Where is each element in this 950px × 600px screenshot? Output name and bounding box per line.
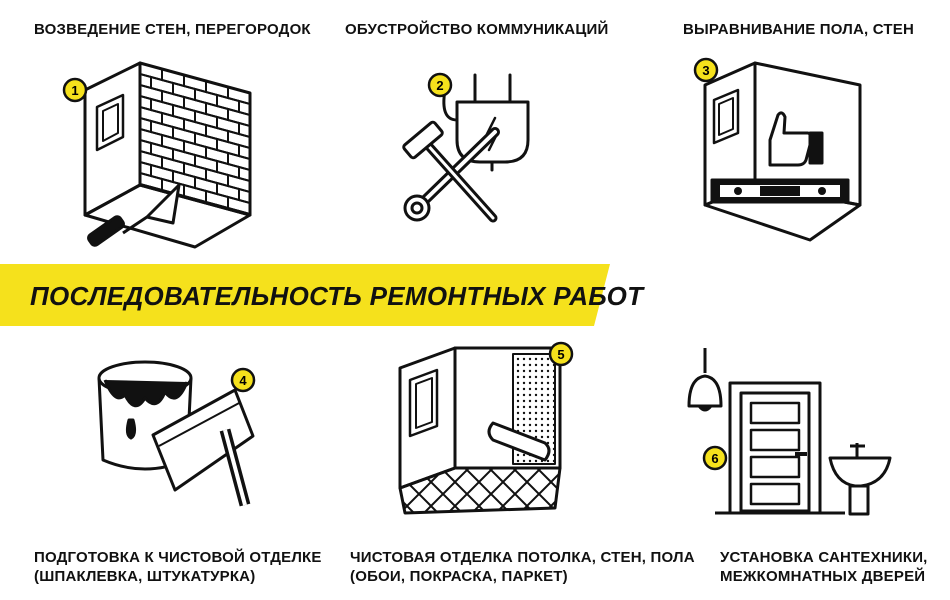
step-3-label: ВЫРАВНИВАНИЕ ПОЛА, СТЕН [683,21,915,38]
wallpaper-parquet-room-icon: 5 [398,341,574,515]
banner-shape [0,264,610,326]
step-5-label-line-2: (ОБОИ, ПОКРАСКА, ПАРКЕТ) [350,568,568,585]
banner-background [0,264,610,326]
step-2-label: ОБУСТРОЙСТВО КОММУНИКАЦИЙ [345,21,609,38]
level-thumbs-up-icon: 3 [693,57,862,242]
brick-wall-trowel-icon: 1 [62,61,252,249]
step-6-badge: 6 [711,451,718,466]
step-3-badge: 3 [702,63,709,78]
page-title: ПОСЛЕДОВАТЕЛЬНОСТЬ РЕМОНТНЫХ РАБОТ [30,281,644,311]
step-1-badge: 1 [71,83,78,98]
title-banner: ПОСЛЕДОВАТЕЛЬНОСТЬ РЕМОНТНЫХ РАБОТ [0,264,643,326]
step-5-label-line-1: ЧИСТОВАЯ ОТДЕЛКА ПОТОЛКА, СТЕН, ПОЛА [350,549,695,566]
step-2-badge: 2 [436,78,443,93]
step-1-label: ВОЗВЕДЕНИЕ СТЕН, ПЕРЕГОРОДОК [34,21,311,38]
step-6-label-line-2: МЕЖКОМНАТНЫХ ДВЕРЕЙ [720,568,926,585]
paint-bucket-spatula-icon: 4 [97,360,256,507]
door-sink-lamp-icon: 6 [687,348,892,516]
step-4-label-line-2: (ШПАКЛЕВКА, ШТУКАТУРКА) [34,568,256,585]
step-5-badge: 5 [557,347,564,362]
step-4-badge: 4 [239,373,247,388]
plug-wrench-hammer-icon: 2 [402,72,530,223]
step-6-label-line-1: УСТАНОВКА САНТЕХНИКИ, [720,549,928,566]
step-4-label-line-1: ПОДГОТОВКА К ЧИСТОВОЙ ОТДЕЛКЕ [34,549,322,566]
